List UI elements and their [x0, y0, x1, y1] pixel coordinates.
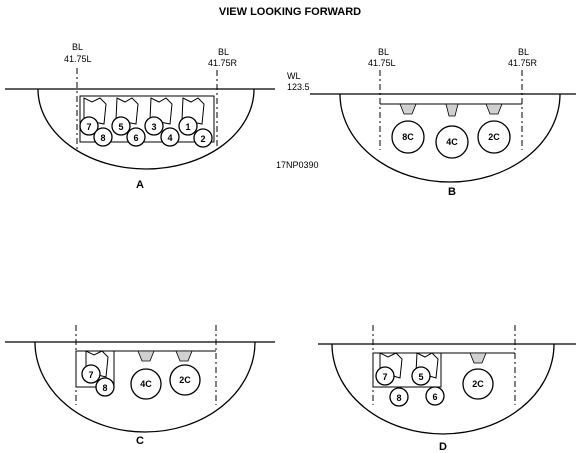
store-station [126, 127, 146, 147]
store-station [193, 128, 213, 148]
bl-right-value: 41.75R [508, 58, 538, 68]
store-station [391, 120, 425, 154]
store-station [130, 368, 162, 400]
store-bracket [469, 352, 487, 364]
station-number: 6 [133, 133, 138, 143]
store-bracket [175, 350, 193, 362]
store-station [79, 116, 99, 136]
station-number: 2C [488, 132, 500, 142]
wl-label: WL [287, 71, 301, 81]
station-number: 7 [382, 372, 387, 382]
hull-outline [37, 88, 255, 170]
station-number: 4C [446, 137, 458, 147]
store-station [411, 366, 431, 386]
bl-left-value: 41.75L [64, 54, 92, 64]
rack-bay [372, 352, 442, 388]
station-number: 2 [200, 134, 205, 144]
station-number: 1 [185, 122, 190, 132]
store-station [435, 125, 469, 159]
hull-outline [331, 343, 555, 435]
hull-outline [339, 93, 561, 183]
panel-a: BL 41.75L BL 41.75R WL 123.5 7 8 5 6 3 4… [5, 42, 319, 191]
bl-left-label: BL [72, 42, 83, 52]
store-station [462, 368, 494, 400]
bl-right-label: BL [518, 47, 529, 57]
station-number: 5 [118, 122, 123, 132]
panel-c: 7 8 4C 2C C [5, 325, 275, 447]
reference-code: 17NP0390 [276, 160, 319, 170]
station-number: 8C [402, 132, 414, 142]
store-station [425, 386, 445, 406]
station-number: 4C [140, 379, 152, 389]
store-station [375, 366, 395, 386]
station-number: 8 [100, 133, 105, 143]
station-number: 2C [179, 375, 191, 385]
panel-a-letter: A [136, 179, 144, 191]
panel-b-letter: B [448, 186, 456, 198]
station-number: 8 [396, 393, 401, 403]
panel-c-letter: C [136, 435, 144, 447]
store-bracket [445, 103, 459, 117]
store-bracket [137, 350, 155, 362]
store-station [95, 377, 115, 397]
diagram-title: VIEW LOOKING FORWARD [219, 6, 361, 18]
bl-right-label: BL [218, 47, 229, 57]
station-number: 7 [86, 122, 91, 132]
panel-d: 7 8 5 6 2C D [318, 325, 576, 453]
station-number: 4 [167, 133, 172, 143]
store-station [81, 364, 101, 384]
station-number: 3 [151, 122, 156, 132]
rack-frame [79, 95, 215, 143]
panel-d-letter: D [439, 441, 447, 453]
panel-b: BL 41.75L BL 41.75R 8C 4C 2C B [310, 47, 576, 198]
store-station [144, 116, 164, 136]
station-number: 7 [88, 370, 93, 380]
store-station [178, 116, 198, 136]
bl-left-label: BL [378, 47, 389, 57]
store-bracket [399, 103, 417, 115]
store-station [169, 364, 201, 396]
station-number: 5 [418, 372, 423, 382]
bl-left-value: 41.75L [368, 58, 396, 68]
station-number: 8 [102, 383, 107, 393]
store-bracket [485, 103, 503, 115]
store-station [389, 387, 409, 407]
store-station [93, 127, 113, 147]
wl-value: 123.5 [287, 82, 310, 92]
store-station [111, 116, 131, 136]
bl-right-value: 41.75R [208, 58, 238, 68]
hull-outline [34, 341, 256, 433]
store-station [160, 127, 180, 147]
station-number: 2C [472, 379, 484, 389]
store-station [477, 120, 511, 154]
rack-bay [75, 350, 115, 388]
station-number: 6 [432, 392, 437, 402]
